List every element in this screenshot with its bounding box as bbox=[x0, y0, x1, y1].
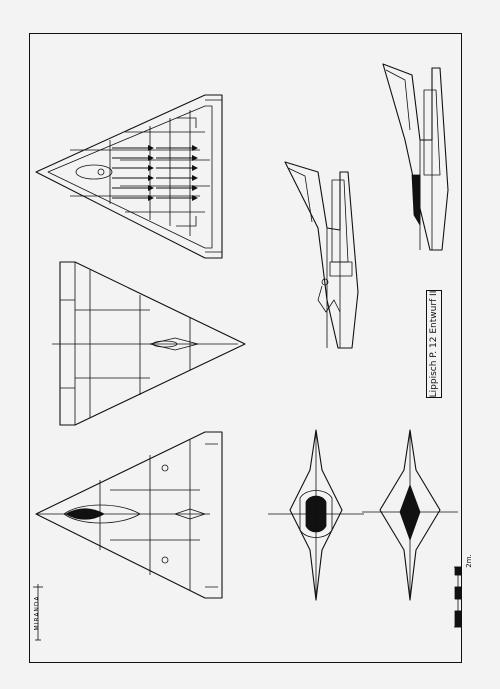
logo-mark bbox=[33, 584, 43, 641]
drawing-frame bbox=[29, 33, 462, 663]
plan-view-middle bbox=[52, 261, 246, 426]
front-view-variant bbox=[362, 429, 458, 601]
logo-text: MIRANDA bbox=[33, 595, 41, 631]
drawing-title: Lippisch P. 12 Entwurf II bbox=[429, 290, 439, 398]
front-view bbox=[268, 429, 364, 601]
plan-view-bottom bbox=[35, 431, 223, 599]
side-elevation-pilot bbox=[284, 161, 359, 349]
internal-structure-view bbox=[35, 94, 223, 259]
scale-label: 2m. bbox=[465, 554, 473, 568]
title-box bbox=[426, 290, 442, 398]
side-elevation-tall bbox=[382, 63, 449, 251]
scale-bar bbox=[454, 566, 462, 628]
